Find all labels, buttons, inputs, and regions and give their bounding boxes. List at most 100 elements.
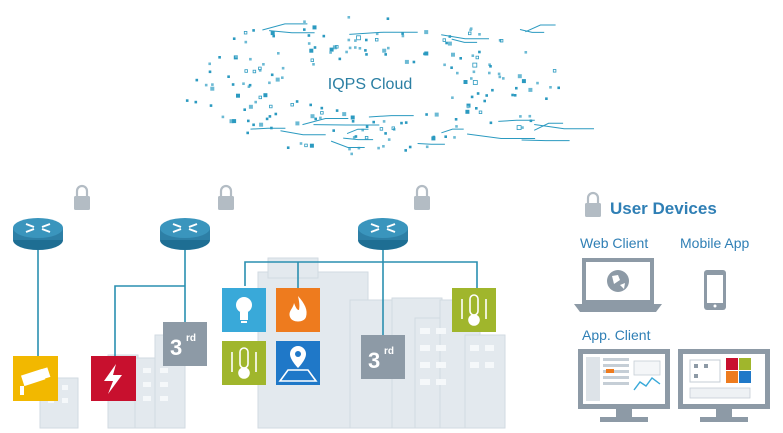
circuit-dot: [342, 112, 347, 117]
circuit-dot: [454, 118, 458, 121]
circuit-dot: [335, 45, 339, 49]
circuit-trace: [467, 133, 536, 139]
circuit-dot: [471, 54, 475, 57]
circuit-dot: [466, 105, 470, 109]
circuit-dot: [401, 34, 405, 38]
circuit-dot: [447, 41, 452, 46]
app-client-label: App. Client: [582, 327, 651, 343]
circuit-trace: [368, 115, 414, 118]
circuit-dot: [549, 86, 552, 89]
circuit-dot: [338, 57, 342, 61]
circuit-dot: [350, 152, 353, 156]
circuit-dot: [281, 66, 285, 70]
circuit-dot: [248, 83, 252, 87]
circuit-dot: [455, 125, 458, 128]
circuit-dot: [304, 143, 308, 148]
web-client-label: Web Client: [580, 235, 649, 251]
camera-tile: [13, 356, 58, 401]
circuit-dot: [391, 126, 395, 130]
circuit-dot: [263, 93, 268, 98]
circuit-dot: [502, 77, 505, 80]
circuit-dot: [246, 131, 249, 135]
map-pin-icon: [278, 346, 318, 382]
circuit-dot: [268, 81, 271, 85]
circuit-dot: [320, 111, 324, 115]
circuit-dot: [320, 106, 324, 110]
circuit-dot: [221, 115, 225, 119]
circuit-dot: [423, 52, 426, 56]
circuit-dot: [274, 112, 278, 116]
circuit-trace: [451, 38, 478, 43]
circuit-dot: [408, 145, 412, 149]
circuit-dot: [303, 20, 306, 23]
circuit-dot: [475, 55, 479, 60]
circuit-dot: [382, 48, 387, 53]
circuit-dot: [516, 125, 522, 130]
circuit-dot: [286, 146, 290, 149]
circuit-dot: [252, 29, 255, 32]
circuit-dot: [354, 135, 358, 138]
circuit-dot: [467, 31, 472, 36]
circuit-dot: [451, 52, 455, 57]
circuit-dot: [347, 16, 351, 19]
circuit-trace: [280, 130, 326, 136]
circuit-dot: [348, 46, 352, 50]
circuit-dot: [275, 77, 280, 82]
circuit-dot: [269, 104, 273, 109]
circuit-dot: [307, 42, 311, 45]
circuit-dot: [244, 40, 248, 44]
circuit-dot: [521, 79, 526, 84]
map-tile: [276, 341, 320, 385]
circuit-dot: [310, 58, 314, 62]
circuit-dot: [524, 51, 528, 54]
lock-icon: [218, 184, 234, 210]
circuit-dot: [354, 46, 357, 49]
monitor-icon: [678, 349, 770, 422]
circuit-dot: [478, 50, 481, 54]
router-icon: [13, 218, 63, 250]
circuit-dot: [387, 138, 391, 141]
circuit-dot: [386, 17, 390, 20]
circuit-dot: [268, 115, 272, 118]
circuit-trace: [521, 139, 570, 142]
circuit-dot: [312, 63, 315, 66]
monitor-icon: [578, 349, 670, 422]
circuit-dot: [258, 66, 262, 71]
circuit-dot: [451, 96, 454, 99]
user-devices-title: User Devices: [610, 199, 717, 218]
circuit-dot: [404, 149, 407, 152]
cloud-title: IQPS Cloud: [327, 76, 413, 93]
circuit-dot: [513, 94, 517, 97]
laptop-icon: [574, 258, 662, 312]
circuit-dot: [314, 117, 317, 121]
circuit-dot: [511, 93, 514, 97]
circuit-dot: [252, 69, 257, 74]
circuit-dot: [309, 103, 312, 107]
circuit-dot: [387, 46, 390, 50]
circuit-dot: [557, 86, 560, 90]
circuit-dot: [364, 49, 367, 52]
circuit-dot: [232, 37, 236, 40]
circuit-dot: [307, 34, 311, 37]
connector-lines: [37, 250, 478, 358]
circuit-dot: [424, 30, 429, 35]
circuit-dot: [281, 76, 284, 79]
circuit-dot: [259, 122, 264, 127]
circuit-dot: [290, 103, 294, 107]
circuit-dot: [444, 135, 447, 138]
power-tile: [91, 356, 136, 401]
circuit-trace: [519, 29, 545, 33]
circuit-dot: [322, 34, 326, 38]
circuit-dot: [521, 126, 524, 129]
building-windows: [48, 328, 494, 403]
circuit-dot: [248, 104, 253, 109]
circuit-dot: [247, 85, 251, 88]
circuit-dot: [497, 72, 501, 76]
svg-text:3: 3: [170, 335, 182, 360]
circuit-dot: [262, 63, 265, 66]
circuit-dot: [358, 47, 362, 50]
circuit-dot: [350, 115, 355, 120]
circuit-dot: [236, 93, 240, 98]
circuit-dot: [252, 123, 255, 127]
